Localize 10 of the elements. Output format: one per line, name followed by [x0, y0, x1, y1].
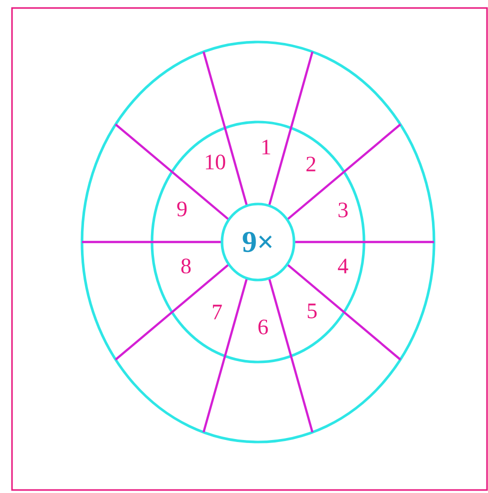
number-label: 8: [181, 258, 191, 274]
number-label: 6: [258, 320, 268, 334]
number-label: 7: [212, 304, 222, 320]
number-label: 9: [177, 202, 187, 216]
number-label: 3: [338, 202, 348, 218]
number-label: 10: [206, 154, 226, 170]
number-label: 5: [308, 304, 317, 318]
number-label: 4: [338, 258, 348, 274]
number-label: 1: [262, 140, 270, 154]
number-label: 2: [306, 156, 316, 172]
